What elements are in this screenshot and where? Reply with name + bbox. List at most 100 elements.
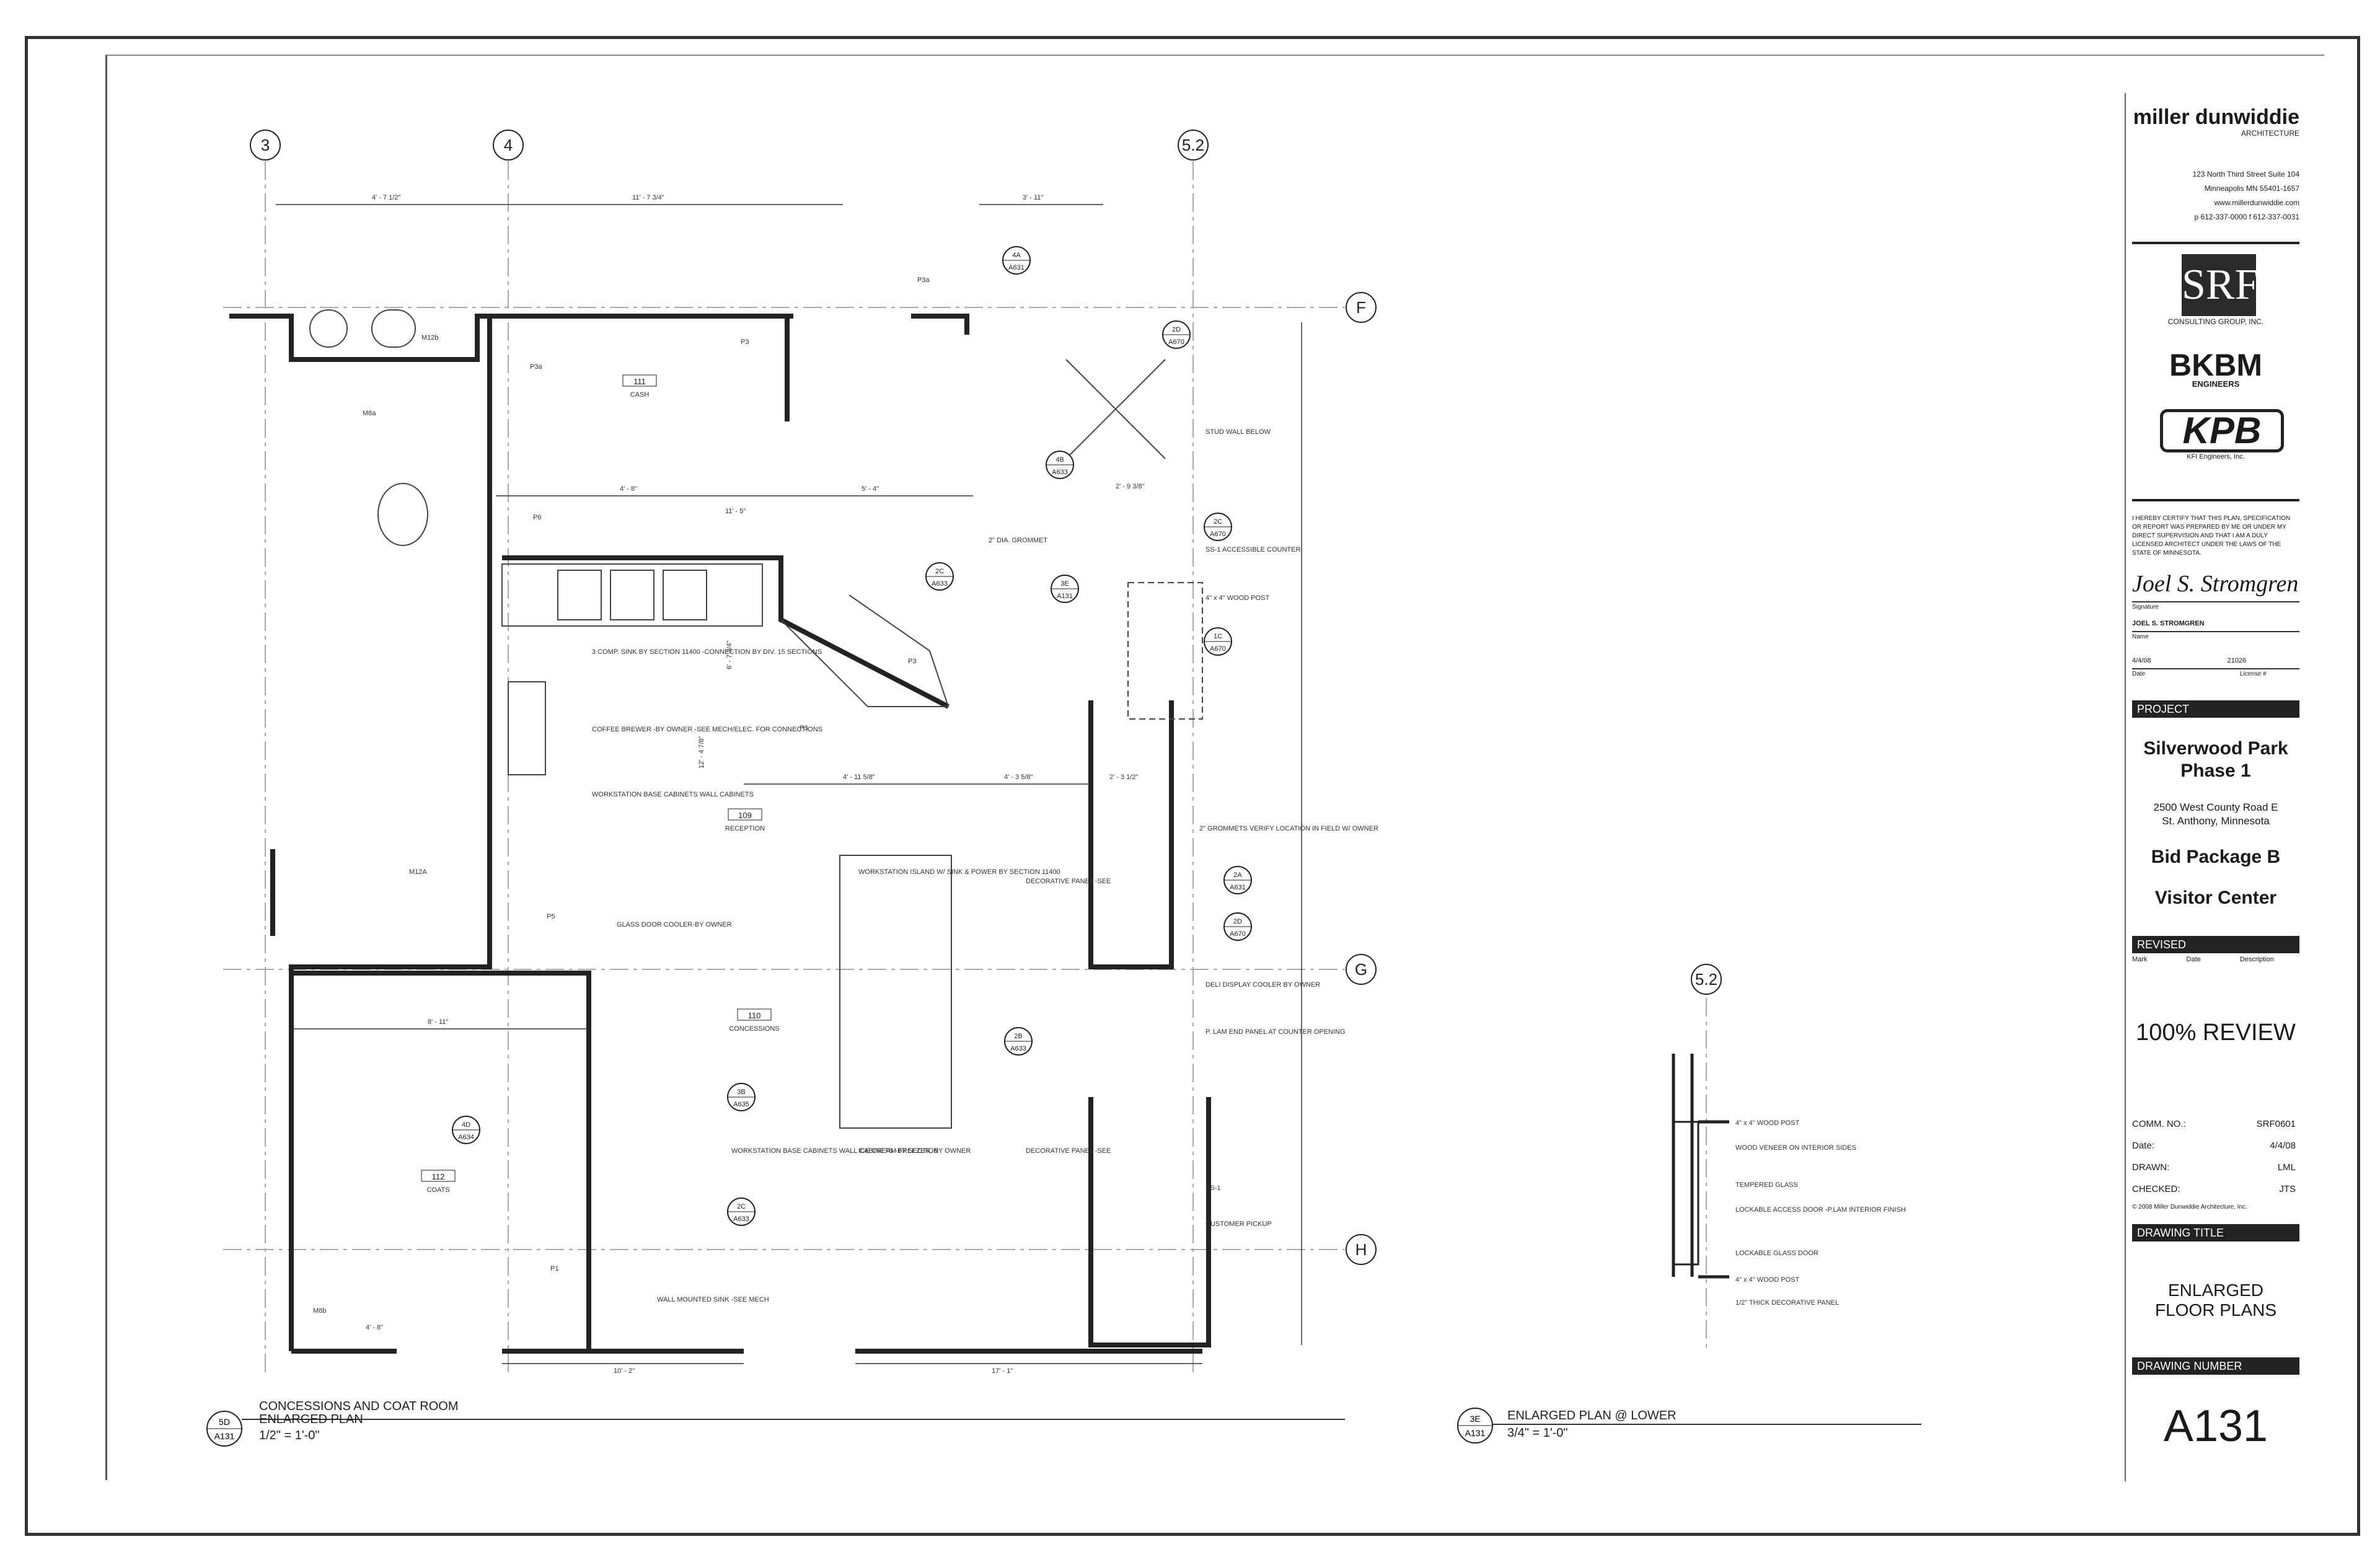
dim-label: 10' - 2" [614, 1367, 635, 1375]
divider [2132, 242, 2299, 244]
dim-label: 2' - 9 3/8" [1116, 483, 1144, 490]
callout-4B-A633: 4B A633 [1046, 451, 1074, 479]
dim-label: 8' - 11" [428, 1018, 448, 1026]
revision-columns: Mark Date Description [2132, 956, 2274, 963]
license-value: 21026 [2227, 657, 2247, 664]
svg-text:2C: 2C [935, 568, 944, 575]
svg-text:A670: A670 [1210, 645, 1226, 653]
room-tags: 111 CASH 109 RECEPTION 110 CONCESSIONS 1… [421, 374, 780, 1194]
svg-text:A633: A633 [1052, 469, 1068, 476]
note-customer-pickup: CUSTOMER PICKUP [1205, 1220, 1272, 1228]
note-coffee-brewer: COFFEE BREWER -BY OWNER -SEE MECH/ELEC. … [592, 726, 822, 733]
dim-label: 6' - 7 3/4" [726, 641, 733, 669]
finish-tag: P3 [908, 658, 916, 665]
dim-label: 12' - 4 7/8" [698, 736, 705, 769]
signature-label: Signature [2132, 601, 2299, 611]
room-number: 112 [432, 1172, 445, 1181]
callout-2C-A633-b: 2C A633 [727, 1197, 756, 1226]
note-decorative-panel-2: DECORATIVE PANEL -SEE [1026, 1147, 1111, 1155]
fixtures [309, 309, 1203, 1129]
kpb-logo: KPB [2160, 409, 2284, 452]
svg-text:A131: A131 [1057, 593, 1073, 600]
svg-text:A634: A634 [458, 1134, 474, 1141]
info-comm-no: COMM. NO.:SRF0601 [2132, 1119, 2296, 1129]
bid-package: Bid Package B [2151, 847, 2281, 867]
note-workstation-base: WORKSTATION BASE CABINETS WALL CABINETS [592, 791, 754, 798]
project-address: 2500 West County Road E St. Anthony, Min… [2153, 801, 2278, 827]
grid-bubble-5-2-detail [1691, 964, 1722, 995]
architect-signature: Joel S. Stromgren [2132, 571, 2299, 597]
note-glass-door-cooler: GLASS DOOR COOLER-BY OWNER [617, 921, 732, 928]
walls [229, 314, 1211, 1354]
drawing-number-label: DRAWING NUMBER [2132, 1357, 2299, 1375]
svg-text:A635: A635 [733, 1101, 749, 1108]
architect-name: JOEL S. STROMGREN [2132, 620, 2205, 627]
note-wood-post: 4" x 4" WOOD POST [1205, 594, 1269, 602]
bkbm-logo: BKBM [2169, 348, 2262, 382]
note-accessible-counter: SS-1 ACCESSIBLE COUNTER [1205, 546, 1300, 553]
bkbm-subtitle: ENGINEERS [2192, 379, 2240, 389]
finish-tag: P3a [530, 363, 542, 371]
svg-text:2A: 2A [1233, 871, 1242, 879]
grid-label-H: H [1355, 1240, 1367, 1259]
svg-text:2B: 2B [1014, 1033, 1022, 1040]
copyright: © 2008 Miller Dunwiddie Architecture, In… [2132, 1204, 2247, 1210]
building-name: Visitor Center [2154, 888, 2277, 908]
finish-tag: P6 [533, 514, 541, 521]
detail-note: 4" x 4" WOOD POST [1735, 1119, 1799, 1127]
note-ss1: SS-1 [1205, 1184, 1220, 1192]
date-license-labels: Date License # [2132, 668, 2299, 677]
kpb-subtitle: KFI Engineers, Inc. [2187, 453, 2245, 461]
svg-text:4B: 4B [1056, 456, 1064, 464]
dim-label: 5' - 4" [862, 485, 879, 493]
detail-note: WOOD VENEER ON INTERIOR SIDES [1735, 1144, 1856, 1152]
finish-tags: P3 P3a P3a P6 P5 P1 P3 P3 M12b M8a M12A … [313, 276, 930, 1315]
grid-bubble-G [1346, 954, 1377, 985]
dim-label: 11' - 5" [725, 508, 746, 515]
detail-note: 4" x 4" WOOD POST [1735, 1276, 1799, 1284]
dim-label: 4' - 7 1/2" [372, 194, 400, 201]
dim-label: 3' - 11" [1023, 194, 1043, 201]
grid-label-G: G [1355, 960, 1367, 979]
finish-tag: P3 [800, 725, 808, 732]
dim-label: 4' - 8" [366, 1324, 383, 1331]
view-title-5D: 5D A131 CONCESSIONS AND COAT ROOM ENLARG… [206, 1400, 1345, 1447]
divider [2132, 499, 2299, 501]
grid-bubbles [250, 130, 1722, 1265]
svg-text:2C: 2C [1214, 518, 1222, 526]
grid-label-3: 3 [261, 136, 270, 154]
certification-text: I HEREBY CERTIFY THAT THIS PLAN, SPECIFI… [2132, 515, 2291, 557]
note-workstation-cabinets: WORKSTATION BASE CABINETS WALL CABINETS … [731, 1147, 938, 1155]
svg-text:A633: A633 [733, 1215, 749, 1223]
dim-label: 4' - 11 5/8" [843, 774, 875, 781]
grid-bubble-4 [493, 130, 524, 161]
room-number: 109 [738, 811, 752, 820]
room-name: COATS [426, 1186, 449, 1194]
svg-text:2D: 2D [1172, 326, 1181, 333]
srf-logo: SRF [2182, 254, 2259, 316]
note-stud-wall: STUD WALL BELOW [1205, 428, 1271, 436]
svg-text:2C: 2C [737, 1203, 746, 1210]
project-name: Silverwood Park Phase 1 [2143, 738, 2288, 781]
srf-subtitle: CONSULTING GROUP, INC. [2167, 317, 2264, 326]
view-title-3E: 3E A131 ENLARGED PLAN @ LOWER 3/4" = 1'-… [1457, 1408, 1921, 1444]
grid-label-4: 4 [504, 136, 513, 154]
dim-label: 11' - 7 3/4" [632, 194, 664, 201]
review-status: 100% REVIEW [2136, 1020, 2296, 1046]
info-date: Date:4/4/08 [2132, 1140, 2296, 1151]
finish-tag: P3 [741, 338, 749, 346]
note-deli-cooler: DELI DISPLAY COOLER BY OWNER [1205, 981, 1320, 989]
note-grommets: 2" GROMMETS VERIFY LOCATION IN FIELD W/ … [1199, 825, 1378, 832]
dim-label: 2' - 3 1/2" [1109, 774, 1138, 781]
drawing-number: A131 [2163, 1401, 2268, 1451]
revised-label: REVISED [2132, 936, 2299, 953]
